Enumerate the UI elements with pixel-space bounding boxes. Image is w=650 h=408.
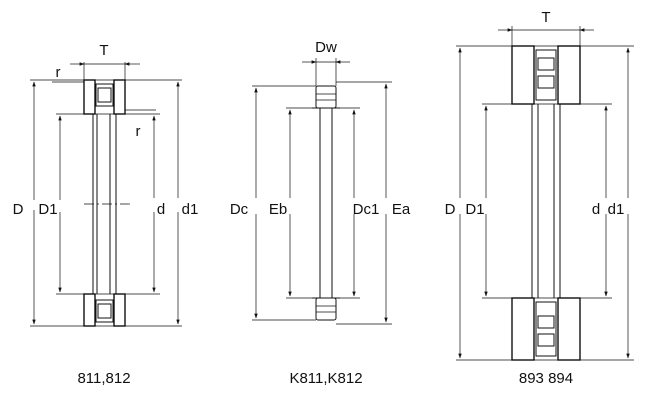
left-r-top-label: r — [56, 64, 61, 81]
right-d-label: d — [592, 201, 600, 218]
caption-K811-K812: K811,K812 — [289, 370, 362, 387]
caption-893-894: 893 894 — [519, 370, 573, 387]
upper-washers — [83, 79, 126, 115]
mid-Dc-label: Dc — [230, 201, 249, 218]
lower-washers-large — [511, 297, 581, 361]
mid-Dw-label: Dw — [315, 39, 337, 56]
figure-893-894: T D D1 d d1 893 894 — [445, 9, 634, 387]
right-D1-label: D1 — [465, 201, 484, 218]
lower-roller — [315, 297, 337, 321]
figure-811-812: T r r D D1 d d1 811,812 — [13, 42, 199, 387]
mid-Dc1-label: Dc1 — [353, 201, 380, 218]
left-r-right-label: r — [136, 123, 141, 140]
figure-K811-K812: Dw Dc Eb Dc1 Ea K811,K812 — [230, 39, 411, 387]
left-D-label: D — [13, 201, 24, 218]
left-d1-label: d1 — [182, 201, 199, 218]
caption-811-812: 811,812 — [77, 370, 130, 387]
right-D-label: D — [445, 201, 456, 218]
mid-Ea-label: Ea — [392, 201, 411, 218]
lower-washers — [83, 293, 126, 327]
right-d1-label: d1 — [608, 201, 625, 218]
right-T-label: T — [541, 9, 550, 26]
mid-Eb-label: Eb — [269, 201, 287, 218]
left-T-label: T — [99, 42, 108, 59]
left-d-label: d — [157, 201, 165, 218]
upper-washers-large — [511, 45, 581, 105]
upper-roller — [315, 85, 337, 109]
left-D1-label: D1 — [38, 201, 57, 218]
